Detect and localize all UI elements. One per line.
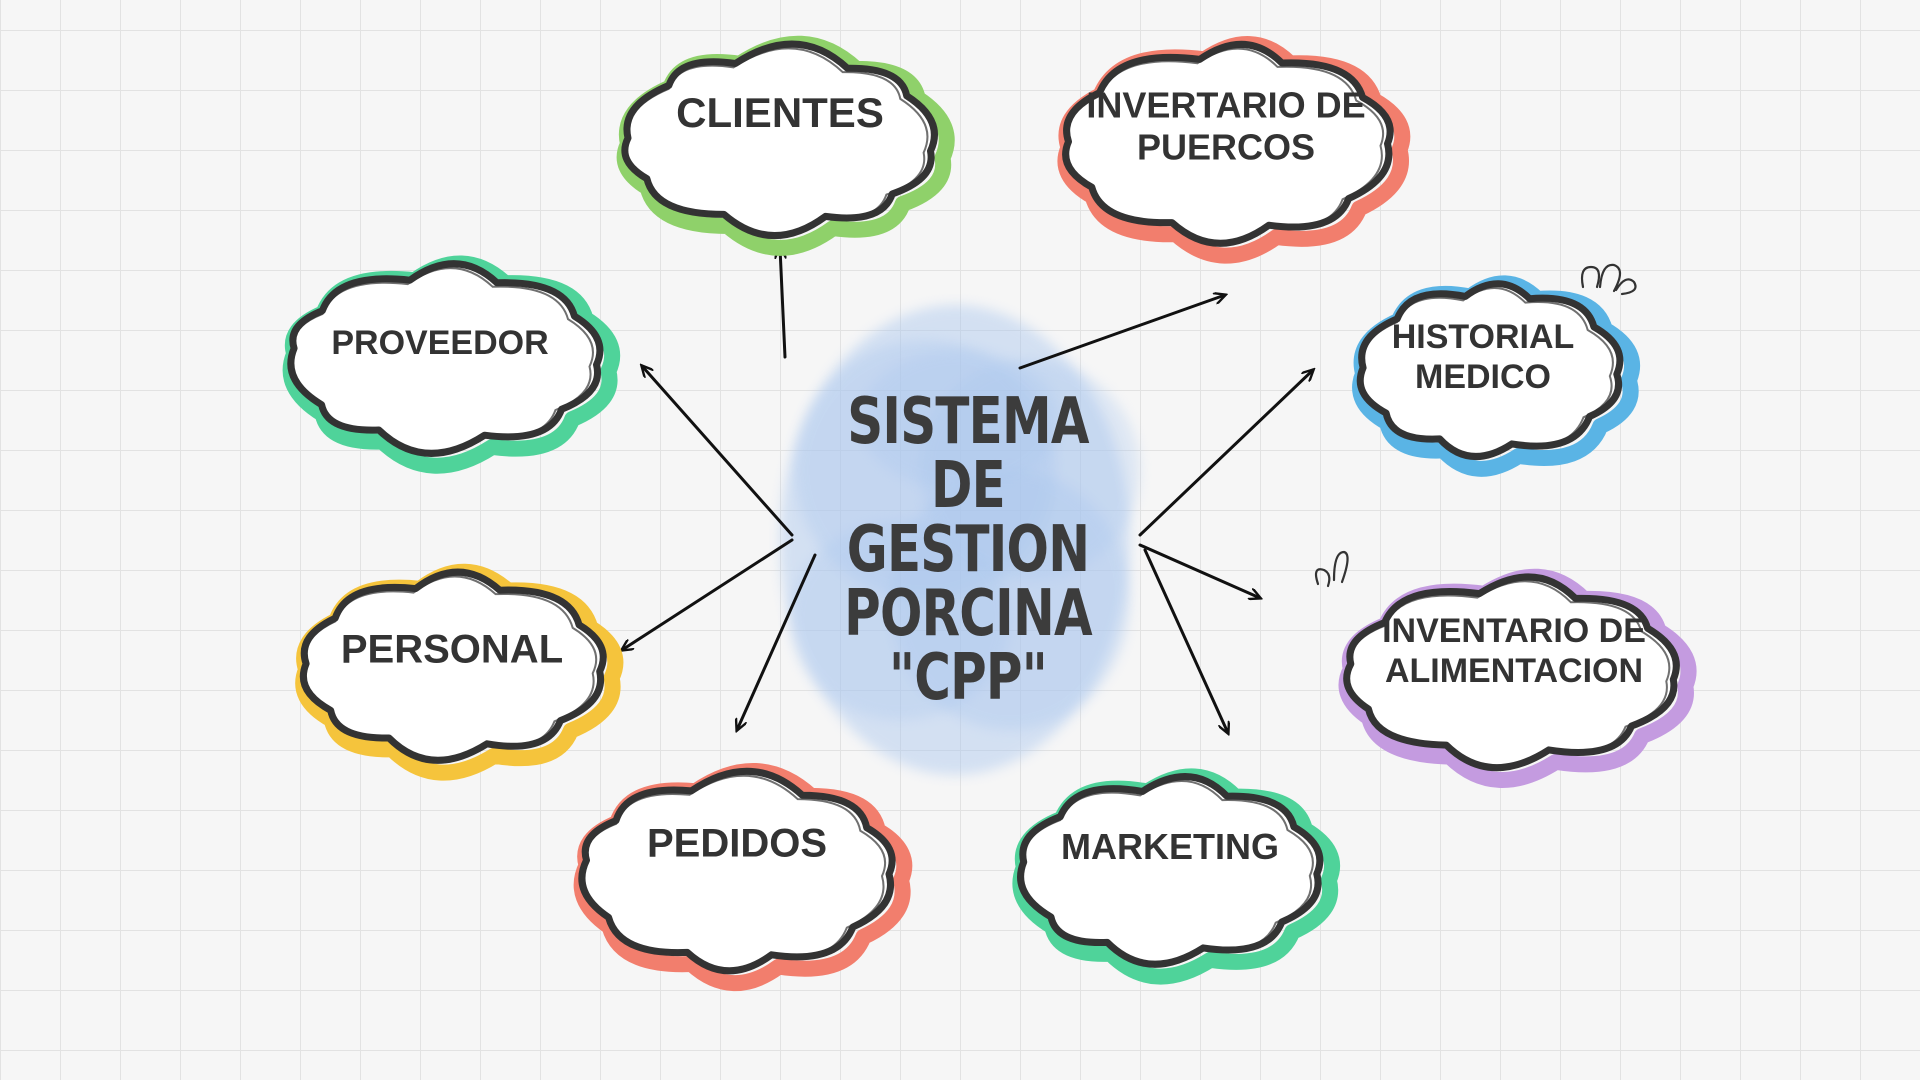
cloud-label-pedidos: PEDIDOS bbox=[646, 821, 828, 866]
cloud-sketch-clientes bbox=[624, 47, 929, 237]
center-title-text: SISTEMA DE GESTION PORCINA "CPP" bbox=[844, 385, 1092, 715]
arrow-to-historial-medico bbox=[1138, 370, 1313, 537]
cloud-nodes bbox=[282, 35, 1697, 992]
cloud-node-proveedor bbox=[282, 255, 621, 474]
cloud-node-inventario-alimentacion bbox=[1338, 568, 1697, 788]
arrow-to-inventario-puercos bbox=[1018, 295, 1225, 370]
cloud-label-marketing: MARKETING bbox=[1061, 825, 1279, 867]
cloud-sketch-marketing bbox=[1020, 780, 1314, 965]
cloud-node-historial-medico bbox=[1352, 275, 1641, 477]
cloud-sketch-personal bbox=[303, 575, 598, 762]
arrow-to-marketing bbox=[1143, 548, 1228, 733]
leaf-doodle-icon bbox=[1314, 550, 1349, 588]
flower-doodle-icon bbox=[1580, 263, 1637, 296]
arrow-to-pedidos bbox=[737, 553, 817, 730]
blob-part-3 bbox=[790, 520, 1010, 720]
cloud-label-proveedor: PROVEEDOR bbox=[331, 323, 549, 362]
cloud-label-inventario-puercos: INVERTARIO DE PUERCOS bbox=[1086, 84, 1366, 168]
cloud-node-inventario-puercos bbox=[1057, 36, 1411, 264]
cloud-sketch-inventario-puercos bbox=[1065, 47, 1385, 244]
cloud-sketch-proveedor bbox=[290, 267, 594, 454]
cloud-sketch-inventario-alimentacion bbox=[1346, 580, 1671, 769]
cloud-label-clientes: CLIENTES bbox=[676, 89, 884, 137]
cloud-label-inventario-alimentacion: INVENTARIO DE ALIMENTACION bbox=[1382, 611, 1646, 690]
arrow-to-personal bbox=[622, 538, 794, 650]
arrow-to-clientes bbox=[780, 248, 787, 359]
cloud-sketch-pedidos bbox=[581, 774, 887, 972]
blob-part-5 bbox=[860, 350, 1060, 490]
center-watercolor-blob bbox=[780, 305, 1140, 775]
cloud-node-personal bbox=[295, 563, 624, 781]
cloud-shape-pedidos bbox=[578, 767, 896, 975]
arrow-to-inventario-alimentacion bbox=[1138, 543, 1260, 598]
cloud-node-pedidos bbox=[573, 763, 913, 992]
center-title: SISTEMA DE GESTION PORCINA "CPP" bbox=[758, 390, 1178, 710]
arrow-to-proveedor bbox=[642, 366, 794, 537]
cloud-label-personal: PERSONAL bbox=[340, 627, 564, 672]
cloud-node-marketing bbox=[1012, 768, 1341, 985]
cloud-node-clientes bbox=[616, 35, 955, 256]
cloud-sketch-historial-medico bbox=[1360, 287, 1614, 458]
cloud-label-historial-medico: HISTORIAL MEDICO bbox=[1391, 317, 1575, 396]
decorative-doodles bbox=[1314, 263, 1637, 588]
connector-arrows bbox=[622, 248, 1313, 733]
